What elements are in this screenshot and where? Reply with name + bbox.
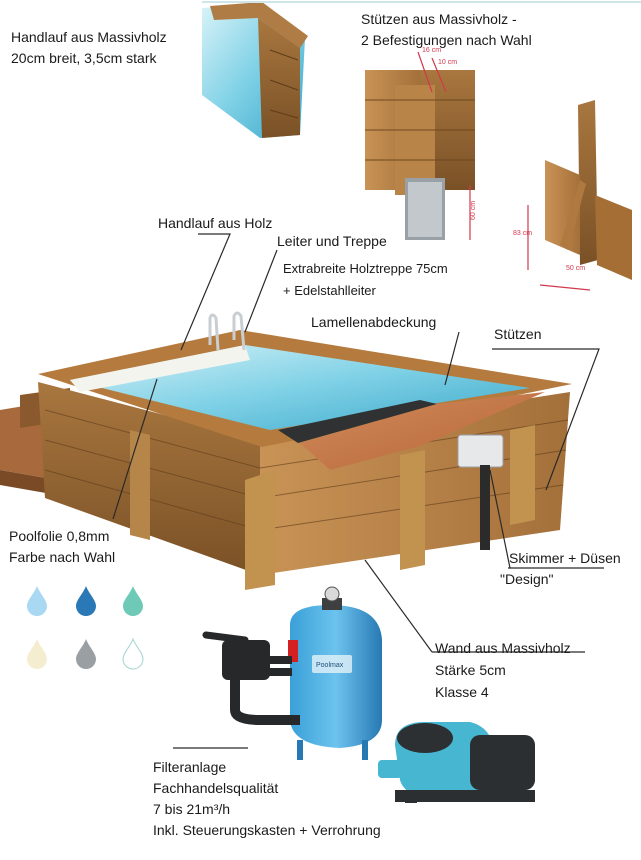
color-swatch-drop [76, 639, 96, 669]
dim-50-label: 50 cm [566, 265, 585, 272]
dim-60-label: 60 cm [470, 201, 477, 220]
label-handlauf-holz: Handlauf aus Holz [158, 215, 273, 231]
label-lamellenabdeckung: Lamellenabdeckung [311, 314, 437, 330]
dim-16-label: 16 cm [422, 47, 441, 54]
label-fachhandelsqualitaet: Fachhandelsqualität [153, 780, 279, 796]
color-swatch-drop [27, 639, 47, 669]
label-farbe-nach-wahl: Farbe nach Wahl [9, 549, 116, 565]
dim-10-label: 10 cm [438, 59, 457, 66]
color-swatch-drop [76, 586, 96, 616]
filter-brand-label: Poolmax [316, 662, 344, 669]
color-swatch-drop [27, 586, 47, 616]
label-stuetzen-massivholz: Stützen aus Massivholz - [361, 11, 517, 27]
label-wand-massivholz: Wand aus Massivholz [435, 640, 571, 656]
filter-tank: Poolmax [202, 586, 382, 760]
label-skimmer-design: "Design" [500, 571, 554, 587]
label-leiter-treppe: Leiter und Treppe [277, 233, 387, 249]
main-pool [0, 311, 572, 590]
label-wand-staerke: Stärke 5cm [435, 662, 506, 678]
label-stuetzen-befestigungen: 2 Befestigungen nach Wahl [361, 32, 532, 48]
label-edelstahlleiter: + Edelstahlleiter [283, 283, 376, 298]
label-wand-klasse: Klasse 4 [435, 684, 489, 700]
label-stuetzen: Stützen [494, 326, 542, 342]
color-swatch-drop [122, 638, 144, 670]
label-filterleistung: 7 bis 21m³/h [153, 801, 231, 817]
label-treppe-breite: Extrabreite Holztreppe 75cm [283, 261, 448, 276]
label-filteranlage: Filteranlage [153, 759, 227, 775]
label-steuerungskasten: Inkl. Steuerungskasten + Verrohrung [153, 822, 381, 838]
leader-lines [112, 233, 604, 749]
post-bracket-photo: 16 cm 10 cm 60 cm [365, 47, 477, 240]
label-skimmer: Skimmer + Düsen [509, 550, 621, 566]
angled-support-photo: 83 cm 50 cm [513, 100, 632, 291]
railing-photo [202, 1, 641, 138]
color-swatch-drop [123, 586, 143, 616]
pump [378, 722, 535, 803]
dim-83-label: 83 cm [513, 230, 532, 237]
label-handlauf-massivholz: Handlauf aus Massivholz [11, 29, 167, 45]
label-handlauf-massivholz-dims: 20cm breit, 3,5cm stark [11, 50, 157, 66]
label-poolfolie: Poolfolie 0,8mm [9, 528, 110, 544]
